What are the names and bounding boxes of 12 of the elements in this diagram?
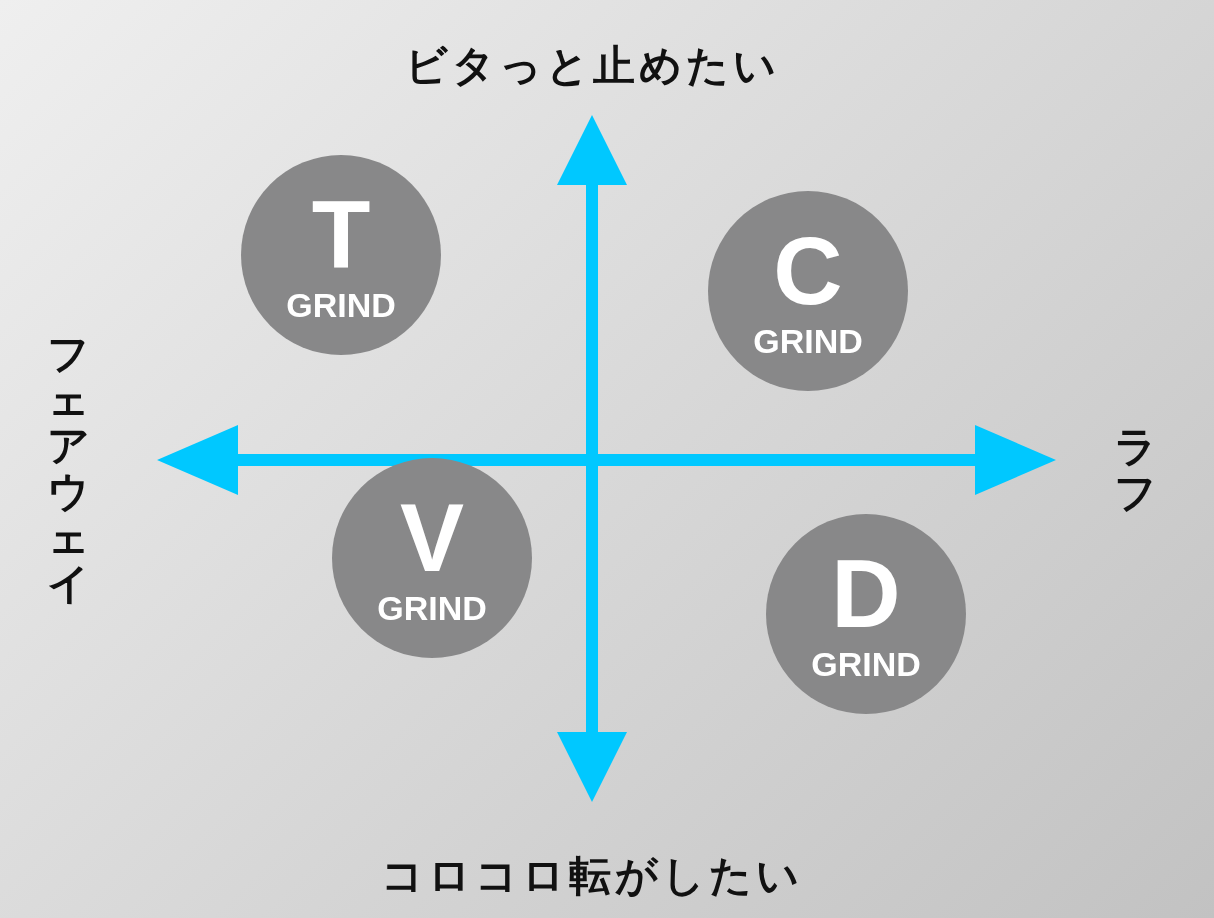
grind-label: GRIND xyxy=(376,591,488,625)
axis-label: コロコロ転がしたい xyxy=(380,850,804,902)
grind-label: GRIND xyxy=(752,324,864,358)
axis-label: フェアウェイ xyxy=(45,328,91,610)
grind-letter: C xyxy=(772,223,844,319)
axis-label: ラフ xyxy=(1112,421,1158,519)
grind-letter: D xyxy=(830,546,902,642)
grind-label: GRIND xyxy=(810,647,922,681)
grind-label: GRIND xyxy=(285,288,397,322)
axis-label: ビタっと止めたい xyxy=(403,40,781,92)
grind-letter: T xyxy=(310,187,372,283)
grind-letter: V xyxy=(399,490,465,586)
